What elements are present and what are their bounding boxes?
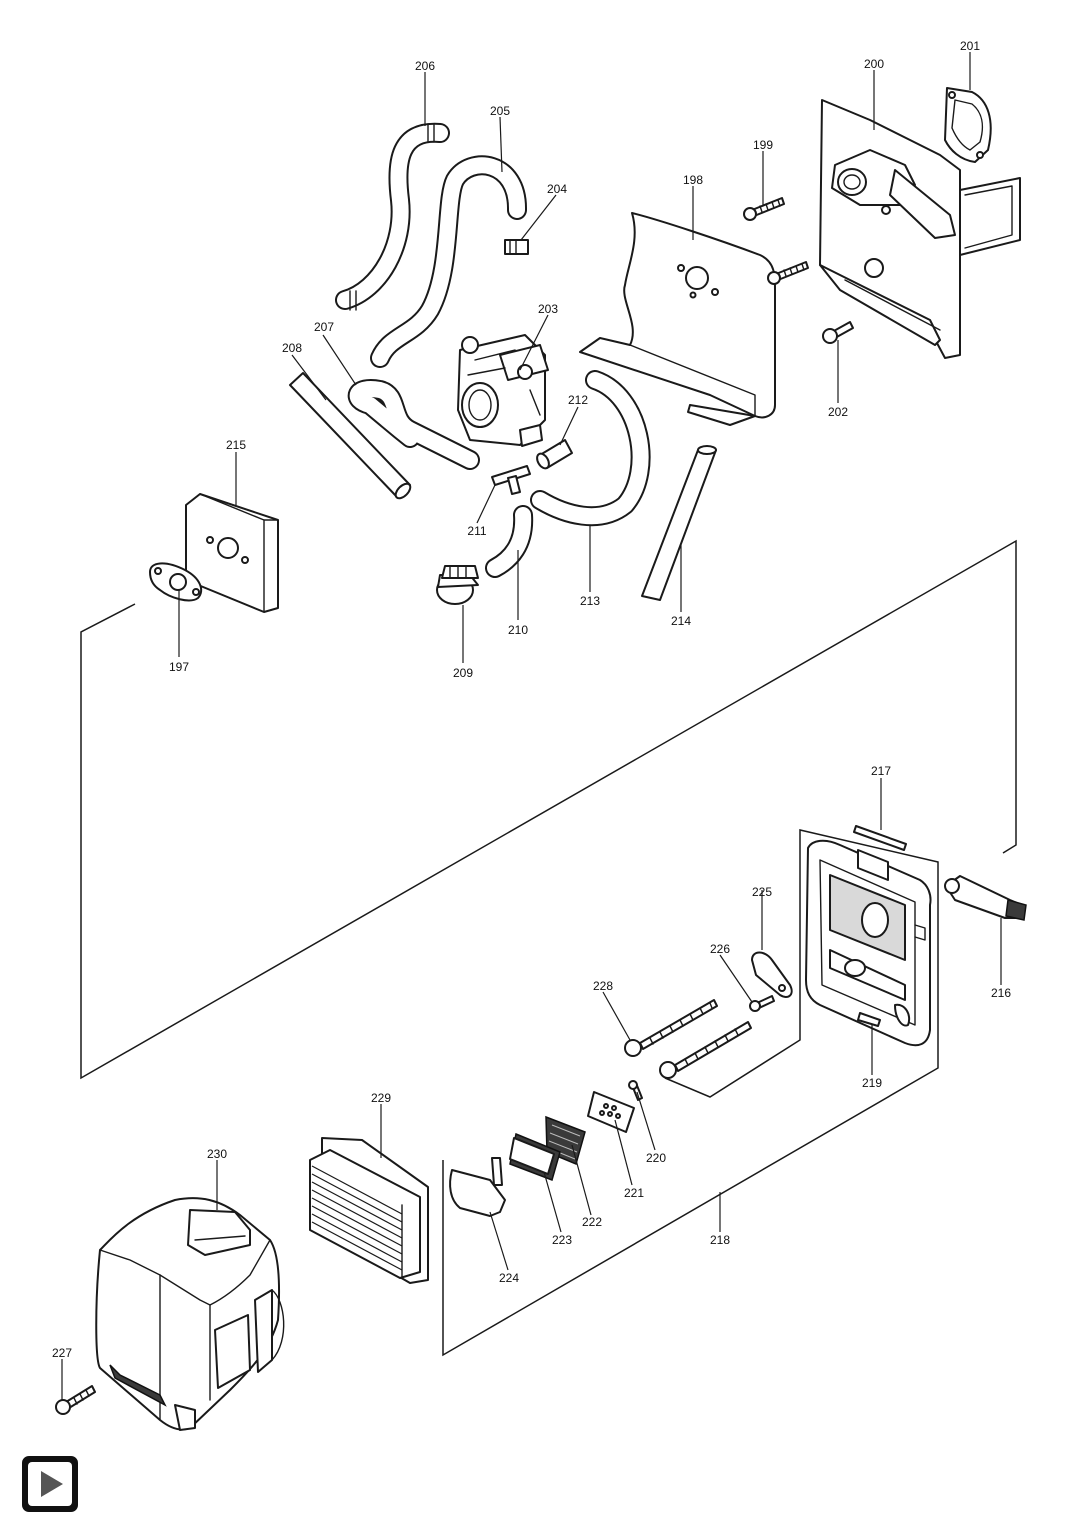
part-216-choke-lever: [944, 875, 1027, 921]
part-219-air-cleaner-base: [805, 839, 932, 1047]
part-214-tube: [641, 445, 717, 601]
part-224-shutter: [449, 1157, 506, 1217]
part-227-bolt: [55, 1385, 96, 1415]
part-210-hose: [485, 505, 534, 578]
part-207-hose: [347, 379, 480, 470]
callout-221: 221: [624, 1186, 644, 1200]
part-209-primer-bulb: [436, 565, 479, 605]
callout-205: 205: [490, 104, 510, 118]
callout-220: 220: [646, 1151, 666, 1165]
part-200-intake-bracket: [819, 99, 1021, 359]
callout-229: 229: [371, 1091, 391, 1105]
part-204-hose-clip: [504, 239, 529, 255]
part-213-hose: [530, 370, 651, 527]
callout-226: 226: [710, 942, 730, 956]
assembly-frame-line: [80, 539, 1017, 1080]
callout-222: 222: [582, 1215, 602, 1229]
assembly-218-outline: [442, 829, 939, 1357]
play-button-face: [28, 1462, 72, 1506]
leader-lines: [61, 52, 1002, 1400]
part-205-fuel-hose: [370, 155, 528, 368]
part-197-gasket: [149, 562, 203, 602]
callout-227: 227: [52, 1346, 72, 1360]
part-201-gasket: [944, 87, 992, 163]
callout-224: 224: [499, 1271, 519, 1285]
callout-labels: 206 205 204 198 199 200 201 202 203 207 …: [52, 39, 1011, 1360]
callout-211: 211: [467, 524, 486, 538]
part-223-sponge: [509, 1132, 561, 1181]
part-226-screw: [749, 995, 775, 1012]
part-203-carburetor: [457, 334, 549, 447]
part-198-heat-shield: [579, 212, 776, 426]
callout-215: 215: [226, 438, 246, 452]
part-199-bolts: [743, 197, 809, 285]
callout-202: 202: [828, 405, 848, 419]
callout-213: 213: [580, 594, 600, 608]
callout-210: 210: [508, 623, 528, 637]
callout-197: 197: [169, 660, 189, 674]
callout-214: 214: [671, 614, 691, 628]
callout-223: 223: [552, 1233, 572, 1247]
callout-199: 199: [753, 138, 773, 152]
part-202-screw: [822, 321, 854, 344]
part-230-cover: [95, 1197, 285, 1431]
callout-218: 218: [710, 1233, 730, 1247]
part-220-screw: [628, 1080, 643, 1101]
part-228-bolts: [624, 999, 752, 1079]
callout-200: 200: [864, 57, 884, 71]
part-208-tube: [289, 372, 412, 500]
play-button[interactable]: [22, 1456, 78, 1512]
callout-198: 198: [683, 173, 703, 187]
callout-225: 225: [752, 885, 772, 899]
part-221-plate: [587, 1091, 635, 1133]
callout-201: 201: [960, 39, 980, 53]
callout-206: 206: [415, 59, 435, 73]
part-212-tube: [536, 439, 573, 470]
callout-207: 207: [314, 320, 334, 334]
callout-212: 212: [568, 393, 588, 407]
callout-209: 209: [453, 666, 473, 680]
part-217-strip: [853, 825, 907, 851]
part-206-fuel-hose: [335, 122, 450, 311]
play-icon: [41, 1471, 63, 1497]
part-229-air-filter: [309, 1137, 429, 1284]
callout-230: 230: [207, 1147, 227, 1161]
callout-204: 204: [547, 182, 567, 196]
part-211-t-connector: [491, 465, 531, 495]
callout-216: 216: [991, 986, 1011, 1000]
callout-219: 219: [862, 1076, 882, 1090]
callout-203: 203: [538, 302, 558, 316]
part-225-plate: [751, 951, 793, 998]
callout-208: 208: [282, 341, 302, 355]
callout-217: 217: [871, 764, 891, 778]
callout-228: 228: [593, 979, 613, 993]
